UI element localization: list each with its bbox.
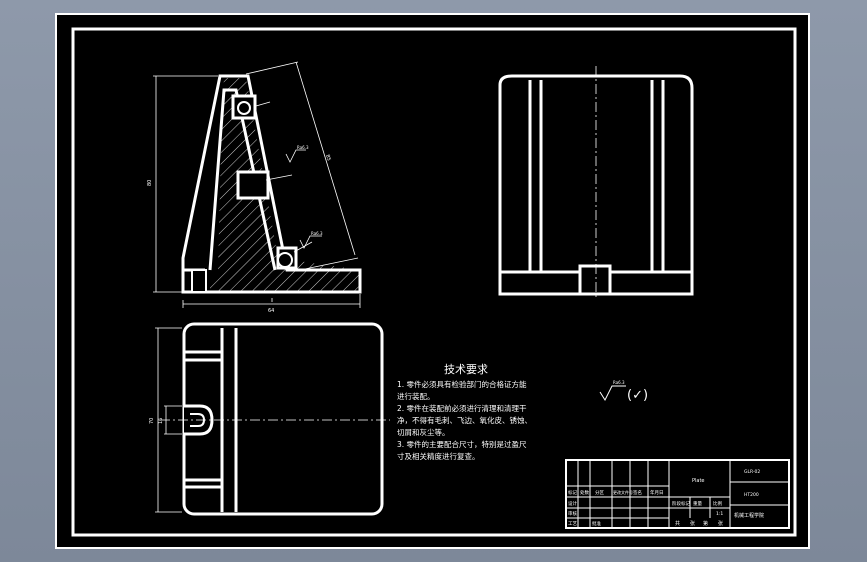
tech-req-line-4: 净，不得有毛刺、飞边、氧化皮、锈蚀、 bbox=[397, 415, 532, 425]
title-scale: 1:1 bbox=[716, 511, 723, 517]
roughness-label-1: Ra6.3 bbox=[297, 145, 309, 150]
title-company: 机械工程学院 bbox=[734, 512, 764, 519]
sheet-label-unit-2: 张 bbox=[718, 520, 723, 527]
row-label-count: 处数 bbox=[580, 489, 589, 496]
boss-middle bbox=[236, 170, 270, 200]
row-label-sign: 签名 bbox=[633, 489, 642, 496]
sheet-label-total: 共 bbox=[675, 520, 680, 527]
dim-left-height-label: 70 bbox=[149, 418, 155, 424]
tech-req-title: 技术要求 bbox=[444, 363, 488, 376]
hole-lower bbox=[277, 252, 293, 268]
stage-label-weight: 重量 bbox=[693, 500, 702, 507]
roughness-label-2: Ra6.3 bbox=[311, 231, 323, 236]
side-outline bbox=[498, 74, 694, 296]
section-hatch bbox=[210, 78, 360, 292]
tech-req-line-2: 进行装配。 bbox=[397, 391, 435, 401]
outer-contour bbox=[181, 74, 362, 294]
top-view bbox=[155, 322, 390, 516]
sheet-label-no: 第 bbox=[703, 520, 708, 527]
row-label-mark: 标记 bbox=[568, 489, 577, 496]
dim-incline-label: 85 bbox=[324, 154, 332, 162]
stage-label-mark: 阶段标记 bbox=[672, 500, 690, 507]
dim-bore-label: 16 bbox=[158, 418, 164, 424]
role-approve: 批准 bbox=[592, 520, 601, 527]
row-label-date: 年月日 bbox=[650, 489, 664, 496]
drawing-sheet bbox=[55, 13, 810, 549]
title-material: HT200 bbox=[744, 492, 759, 498]
front-view bbox=[153, 61, 362, 308]
hole-upper bbox=[237, 101, 251, 115]
roughness-check-mark: (✓) bbox=[627, 388, 648, 403]
surface-roughness-symbol bbox=[599, 385, 626, 402]
drawing-frame bbox=[71, 27, 797, 537]
roughness-value: Ra6.3 bbox=[613, 380, 625, 385]
base-slot bbox=[191, 269, 207, 293]
tech-req-line-3: 2. 零件在装配前必须进行清理和清理干 bbox=[397, 403, 527, 413]
tech-req-line-7: 寸及相关精度进行复查。 bbox=[397, 451, 480, 461]
sheet-label-unit-1: 张 bbox=[690, 520, 695, 527]
side-view bbox=[498, 66, 694, 300]
role-process: 工艺 bbox=[568, 521, 577, 527]
stage-label-scale: 比例 bbox=[713, 500, 722, 507]
tech-req-line-1: 1. 零件必须具有检验部门的合格证方能 bbox=[397, 379, 527, 389]
dim-base-label: 64 bbox=[268, 308, 274, 314]
dim-height-label: 80 bbox=[147, 180, 153, 186]
role-design: 设计 bbox=[568, 500, 577, 507]
tech-req-line-6: 3. 零件的主要配合尺寸，特别是过盈尺 bbox=[397, 439, 527, 449]
role-review: 审核 bbox=[568, 510, 577, 517]
row-label-change: 更改文件号 bbox=[613, 489, 633, 495]
title-block bbox=[565, 459, 790, 529]
tech-req-line-5: 切屑和灰尘等。 bbox=[397, 427, 450, 437]
row-label-zone: 分区 bbox=[595, 489, 604, 496]
title-part-name: Plate bbox=[692, 478, 705, 484]
title-drawing-no: GLR-02 bbox=[744, 469, 760, 475]
